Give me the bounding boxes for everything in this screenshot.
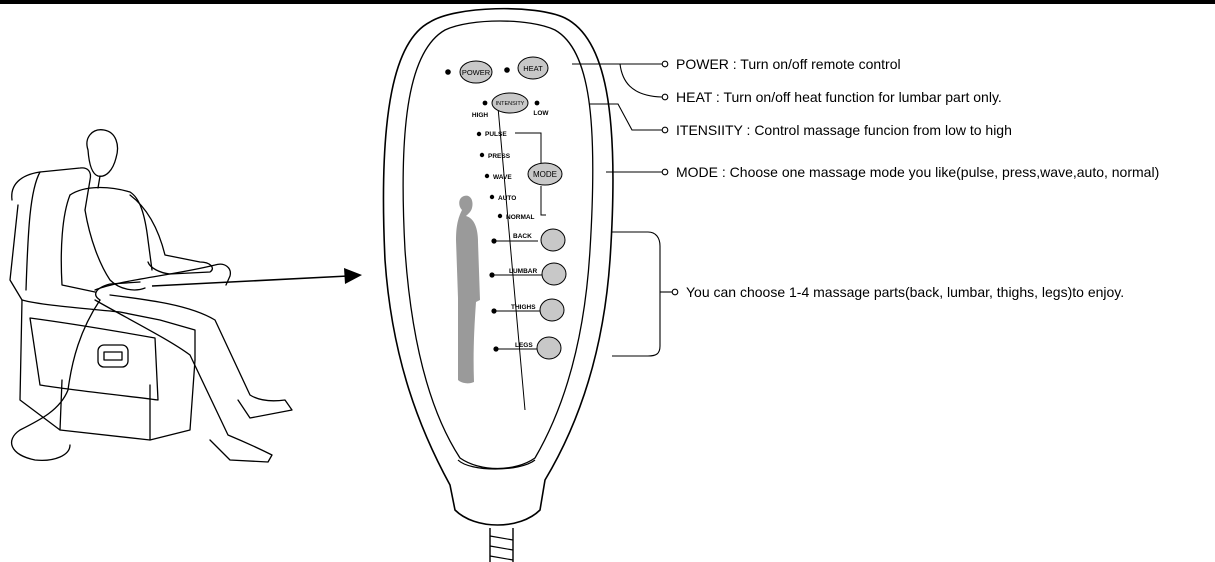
callout-parts: You can choose 1-4 massage parts(back, l… xyxy=(686,284,1124,300)
callout-heat: HEAT : Turn on/off heat function for lum… xyxy=(676,89,1002,105)
part-row-legs: LEGS xyxy=(493,342,537,352)
legs-button[interactable] xyxy=(536,336,562,360)
heat-button-label: HEAT xyxy=(523,64,543,73)
pointer-arrow xyxy=(151,268,362,287)
remote-outer-shell xyxy=(382,7,614,526)
part-label-lumbar: LUMBAR xyxy=(509,268,537,275)
heat-button[interactable]: HEAT xyxy=(517,56,549,80)
intensity-button[interactable]: INTENSITY xyxy=(491,92,529,114)
thighs-button[interactable] xyxy=(539,298,565,322)
remote-inner-panel xyxy=(402,20,594,470)
intensity-high-label: HIGH xyxy=(472,112,489,119)
mode-option-press: PRESS xyxy=(488,153,511,160)
mode-option-pulse: PULSE xyxy=(485,131,507,138)
mode-options: PULSE PRESS WAVE AUTO NORMAL xyxy=(476,131,535,221)
power-button-label: POWER xyxy=(462,68,491,77)
callout-power: POWER : Turn on/off remote control xyxy=(676,56,901,72)
mode-button-label: MODE xyxy=(533,170,557,179)
part-label-thighs: THIGHS xyxy=(511,304,536,311)
mode-option-wave: WAVE xyxy=(493,174,512,181)
mode-option-normal: NORMAL xyxy=(506,214,535,221)
intensity-low-label: LOW xyxy=(533,110,549,117)
lumbar-button[interactable] xyxy=(541,262,567,286)
intensity-high-indicator xyxy=(482,100,488,106)
part-row-back: BACK xyxy=(491,233,538,244)
chair-person-illustration xyxy=(9,129,293,463)
intensity-button-label: INTENSITY xyxy=(496,101,525,107)
callout-intensity: ITENSIITY : Control massage funcion from… xyxy=(676,122,1012,138)
power-button[interactable]: POWER xyxy=(459,60,493,84)
back-button[interactable] xyxy=(540,228,566,252)
part-row-lumbar: LUMBAR xyxy=(489,268,542,278)
body-silhouette-icon xyxy=(456,195,480,384)
callout-leaders xyxy=(572,60,679,357)
power-indicator xyxy=(445,69,451,75)
callout-mode: MODE : Choose one massage mode you like(… xyxy=(676,164,1159,180)
mode-button[interactable]: MODE xyxy=(527,162,563,186)
remote-control: POWER HEAT INTENSITY HIGH LOW PULSE PRES… xyxy=(382,7,614,562)
mode-option-auto: AUTO xyxy=(498,195,516,202)
part-row-thighs: THIGHS xyxy=(491,304,540,314)
part-label-back: BACK xyxy=(513,233,532,240)
intensity-low-indicator xyxy=(534,100,540,106)
heat-indicator xyxy=(504,67,510,73)
top-border xyxy=(0,0,1215,4)
part-label-legs: LEGS xyxy=(515,342,533,349)
